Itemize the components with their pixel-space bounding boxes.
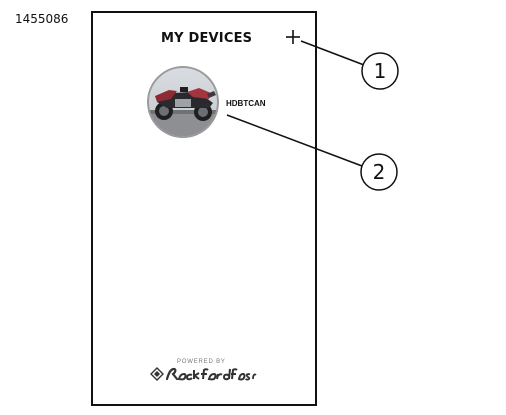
callout-2-circle xyxy=(360,153,398,191)
callout-1-circle xyxy=(361,52,399,90)
callout-1-number: 1 xyxy=(374,59,387,83)
plus-icon xyxy=(286,30,300,44)
callout-2-number: 2 xyxy=(373,160,386,184)
phone-screen xyxy=(91,11,317,406)
figure-id: 1455086 xyxy=(15,12,69,26)
device-name[interactable]: HDBTCAN xyxy=(226,99,266,108)
callout-2-leader xyxy=(226,114,363,167)
rockford-fosgate-logo xyxy=(150,367,257,381)
callout-1-leader xyxy=(300,40,365,66)
powered-by-label: POWERED BY xyxy=(177,359,226,365)
add-device-button[interactable] xyxy=(285,29,301,45)
page-title: MY DEVICES xyxy=(161,31,253,46)
brand-logo xyxy=(149,366,257,382)
